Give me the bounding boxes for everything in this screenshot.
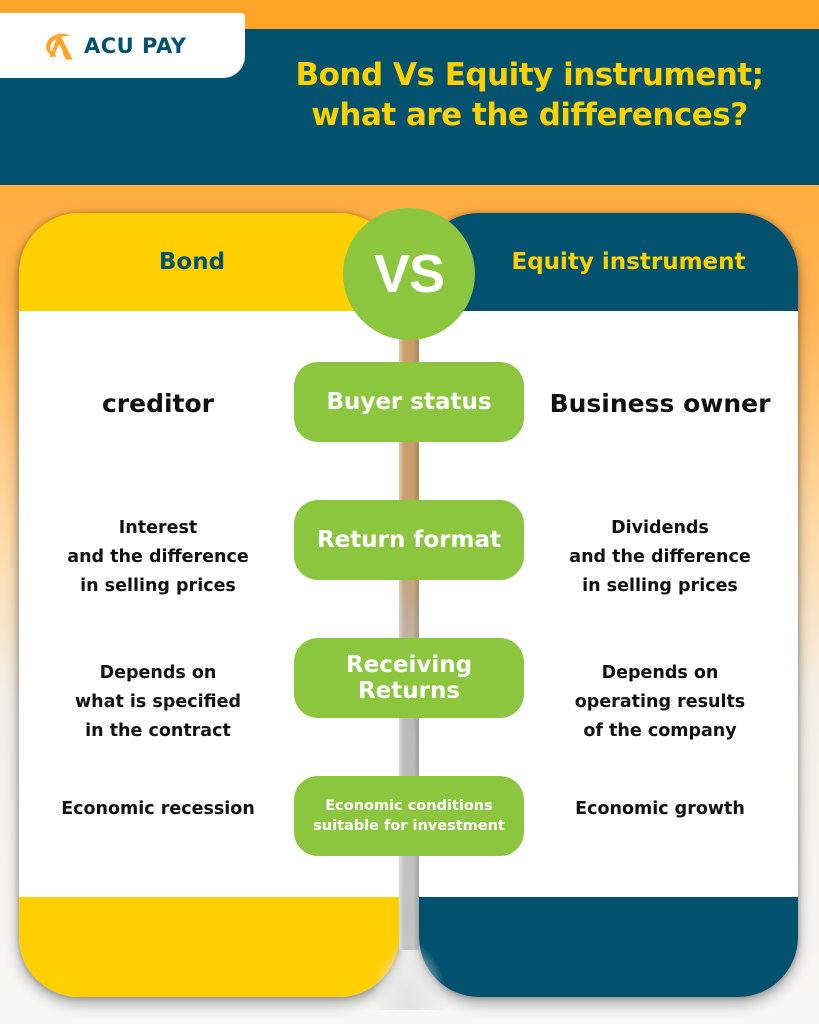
title-line-1: Bond Vs Equity instrument; <box>295 57 764 93</box>
criterion-receiving-returns: Receiving Returns <box>294 638 524 718</box>
brand-logo: ACU PAY <box>0 13 245 78</box>
bond-economic-conditions: Economic recession <box>61 799 255 819</box>
bond-title: Bond <box>158 249 226 275</box>
criterion-economic-conditions: Economic conditions suitable for investm… <box>294 776 524 856</box>
equity-header: Equity instrument <box>419 213 798 311</box>
brand-name: ACU PAY <box>84 33 187 58</box>
criterion-return-format: Return format <box>294 500 524 580</box>
vs-badge: VS <box>343 208 475 340</box>
acu-pay-logo-icon <box>46 31 73 60</box>
equity-return-format: Dividends and the difference in selling … <box>569 517 751 596</box>
equity-footer <box>419 897 798 997</box>
page-title: Bond Vs Equity instrument; what are the … <box>240 55 819 135</box>
equity-title: Equity instrument <box>511 249 746 275</box>
bond-buyer-status: creditor <box>101 388 215 418</box>
title-line-2: what are the differences? <box>311 97 748 133</box>
vs-label: VS <box>373 244 445 304</box>
bond-header: Bond <box>19 213 399 311</box>
bond-receiving-returns: Depends on what is specified in the cont… <box>75 662 241 741</box>
equity-buyer-status: Business owner <box>549 388 771 418</box>
bond-return-format: Interest and the difference in selling p… <box>67 517 249 596</box>
pole-base <box>370 940 448 1010</box>
criterion-buyer-status: Buyer status <box>294 362 524 442</box>
bond-footer <box>19 897 399 997</box>
equity-economic-conditions: Economic growth <box>575 799 745 819</box>
equity-receiving-returns: Depends on operating results of the comp… <box>574 662 746 741</box>
